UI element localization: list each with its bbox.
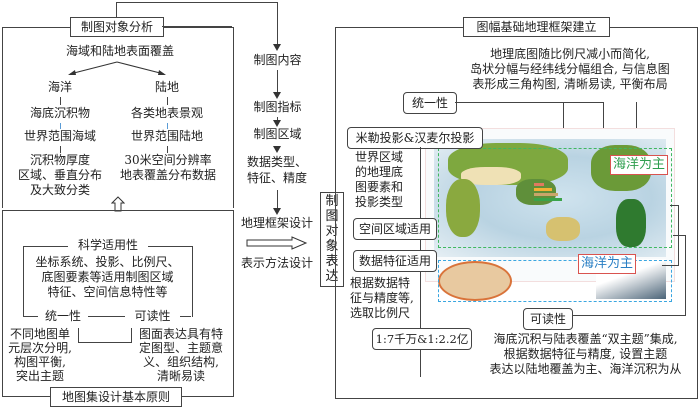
- hollow-right-arrow-icon: [246, 236, 308, 250]
- hollow-up-arrow-icon: [111, 196, 125, 212]
- arrow-down-icon: [273, 44, 281, 51]
- ocean-item-world-sea: 世界范围海域: [23, 129, 96, 143]
- projection-tag: 米勒投影&汉麦尔投影: [347, 127, 483, 149]
- land-item-world-land: 世界范围陆地: [130, 129, 203, 143]
- science-text: 坐标系统、投影、比例尺、 底图要素等适用制图区域 特征、空间信息特性等: [35, 255, 180, 299]
- principles-title: 地图集设计基本原则: [50, 387, 182, 407]
- method-design: 表示方法设计: [240, 256, 313, 270]
- land-item-landscape: 各类地表景观: [130, 106, 203, 120]
- step-indicator: 制图指标: [253, 100, 302, 114]
- top-note: 地理底图随比例尺减小而简化, 岛状分幅与经纬线分幅组合, 与信息图 表形成三角构…: [470, 47, 670, 91]
- arrow-down-icon: [273, 92, 281, 99]
- split-arrows-icon: [68, 61, 166, 75]
- unity-label: 统一性: [38, 309, 88, 324]
- land-detail: 30米空间分辨率 地表覆盖分布数据: [119, 153, 216, 182]
- ocean-focus-region: [438, 260, 672, 302]
- framework-design: 地理框架设计: [240, 216, 313, 230]
- arrow-down-icon: [273, 146, 281, 153]
- ocean-item-sediment: 海底沉积物: [29, 106, 90, 120]
- spatial-tag: 空间区域适用: [353, 218, 437, 240]
- arrow-down-icon: [273, 208, 281, 215]
- unity-text: 不同地图单 元层次分明, 构图平衡, 突出主题: [8, 327, 72, 383]
- unity-tag: 统一性: [403, 92, 457, 114]
- science-label: 科学适用性: [68, 238, 148, 253]
- readability-text: 图面表达具有特 定图型、主题意 义、组织结构, 清晰易读: [138, 327, 223, 383]
- data-tag: 数据特征适用: [353, 250, 437, 272]
- step-region: 制图区域: [253, 127, 302, 141]
- map-tag-bottom: 海洋为主: [578, 254, 637, 274]
- arrow-down-icon: [273, 120, 281, 127]
- readability-label: 可读性: [125, 309, 180, 324]
- bottom-note: 海底沉积与陆表覆盖“双主题”集成, 根据数据特征与精度, 设置主题 表达以陆地覆…: [489, 332, 682, 376]
- step-content: 制图内容: [253, 53, 302, 67]
- object-analysis-title: 制图对象分析: [70, 17, 164, 37]
- ocean-detail: 沉积物厚度 区域、垂直分布 及大致分类: [17, 153, 102, 197]
- scale-note: 根据数据特 征与精度等, 选取比例尺: [350, 276, 414, 320]
- land-focus-region: [438, 148, 672, 248]
- world-map-preview: [425, 128, 675, 301]
- map-tag-top: 海洋为主: [610, 155, 669, 175]
- projection-note: 世界区域 的地理底 图要素和 投影类型: [355, 150, 404, 209]
- readability-tag: 可读性: [523, 308, 573, 330]
- framework-title: 图幅基础地理框架建立: [463, 17, 610, 37]
- land-label: 陆地: [154, 80, 179, 94]
- coverage-root: 海域和陆地表面覆盖: [65, 44, 174, 58]
- scale-tag: 1:7千万&1:2.2亿: [372, 328, 472, 350]
- ocean-label: 海洋: [47, 80, 72, 94]
- step-data: 数据类型、 特征、精度: [246, 155, 307, 185]
